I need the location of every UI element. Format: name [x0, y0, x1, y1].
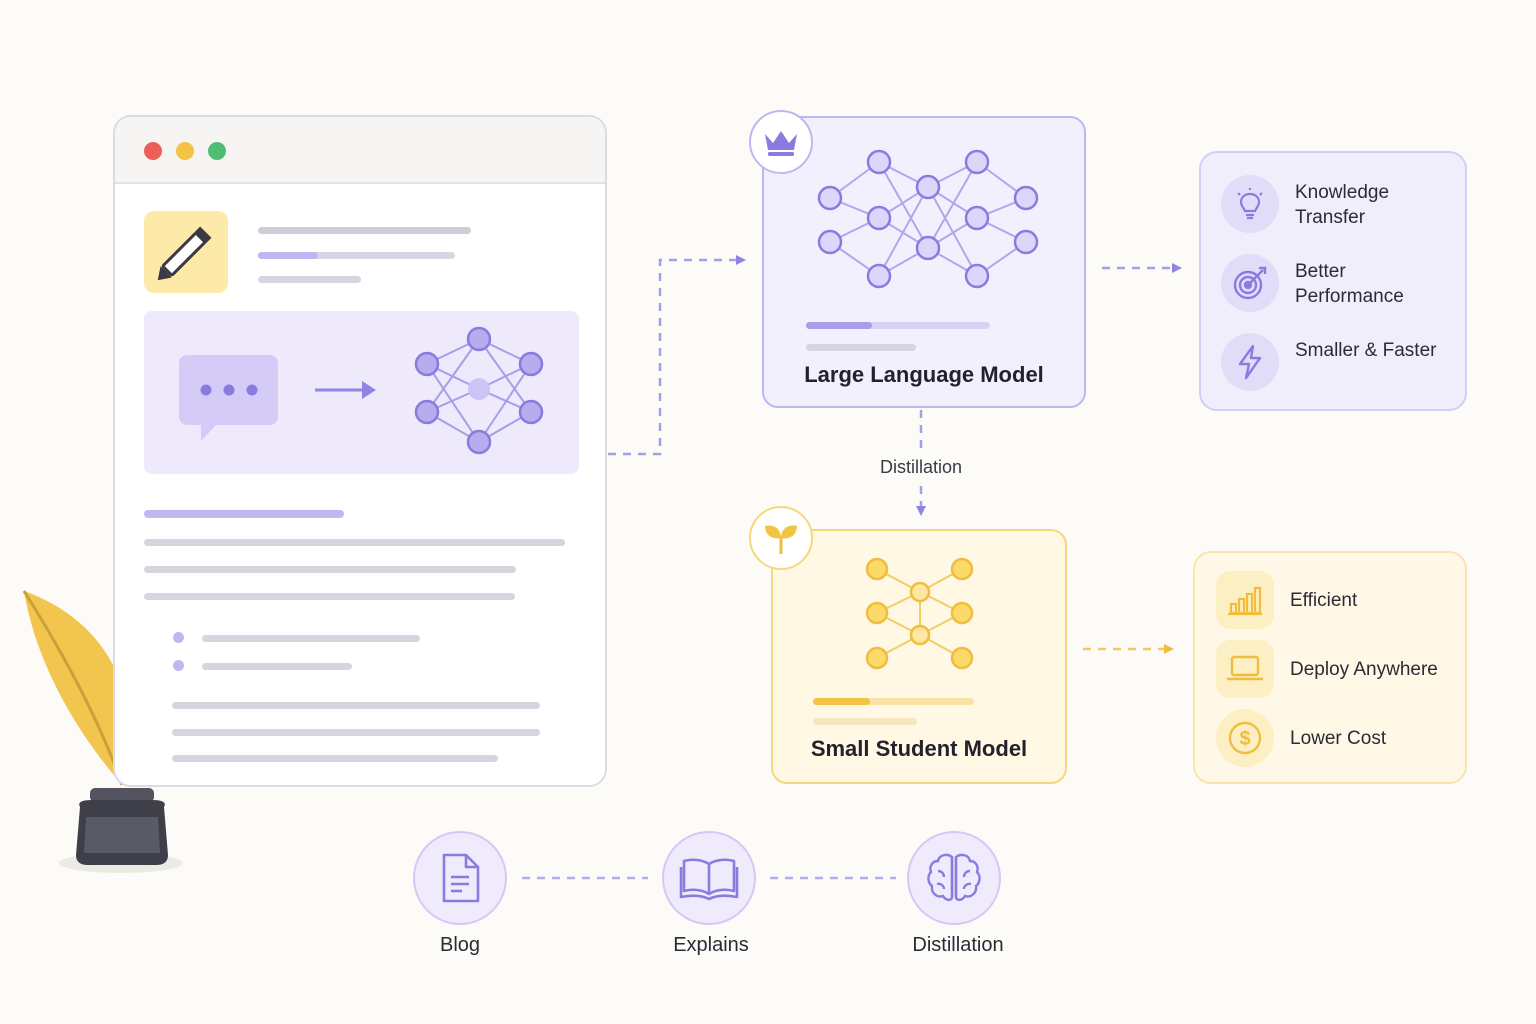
chat-bubble-icon: [179, 355, 278, 441]
progress-track: [806, 322, 990, 329]
brain-icon: [907, 831, 1001, 925]
browser-to-teacher-connector: [608, 255, 746, 456]
bullet-placeholder: [202, 663, 352, 670]
student-network-icon: [865, 557, 974, 670]
distillation-label: Distillation: [880, 457, 963, 477]
benefit-label: Better Performance: [1295, 261, 1404, 307]
text-placeholder: [172, 702, 540, 709]
laptop-icon: [1216, 640, 1274, 698]
benefit-label: Knowledge Transfer: [1295, 182, 1390, 228]
progress-track: [813, 698, 974, 705]
text-placeholder: [806, 344, 916, 351]
text-placeholder: [258, 276, 361, 283]
benefit-label: Smaller & Faster: [1295, 340, 1437, 361]
target-icon: [1221, 254, 1279, 312]
benefit-label: Lower Cost: [1290, 728, 1387, 749]
text-placeholder: [813, 718, 917, 725]
lightbulb-icon: [1221, 175, 1279, 233]
minimize-dot[interactable]: [176, 142, 194, 160]
crown-icon: [749, 110, 813, 174]
text-placeholder: [172, 755, 498, 762]
student-benefits-panel: Efficient Deploy Anywhere $ Lower Cost: [1193, 551, 1467, 784]
open-book-icon: [662, 831, 756, 925]
flow-step-label: Blog: [439, 934, 481, 956]
hero-illustration: [144, 311, 579, 474]
teacher-model-title: Large Language Model: [804, 362, 1044, 387]
progress-fill: [813, 698, 870, 705]
document-icon: [413, 831, 507, 925]
bullet-dot: [173, 632, 184, 643]
benefit-label: Efficient: [1290, 590, 1358, 611]
text-placeholder: [144, 593, 515, 600]
flow-step-label: Explains: [673, 934, 749, 956]
maximize-dot[interactable]: [208, 142, 226, 160]
student-model-title: Small Student Model: [810, 736, 1028, 761]
benefit-label: Deploy Anywhere: [1290, 659, 1438, 680]
svg-text:$: $: [1239, 728, 1250, 750]
sprout-icon: [749, 506, 813, 570]
text-placeholder: [144, 539, 565, 546]
quill-inkwell-illustration: [22, 590, 183, 873]
flow-step-label: Distillation: [912, 934, 1004, 956]
text-placeholder: [258, 227, 471, 234]
text-placeholder: [172, 729, 540, 736]
small-student-model-card: Small Student Model: [771, 529, 1067, 784]
teacher-network-icon: [817, 149, 1039, 289]
large-language-model-card: Large Language Model: [762, 116, 1086, 408]
text-placeholder: [258, 252, 455, 259]
browser-title-bar: [115, 117, 605, 184]
lightning-icon: [1221, 333, 1279, 391]
bullet-dot: [173, 660, 184, 671]
heading-placeholder: [144, 510, 344, 518]
blog-browser-window: [113, 115, 607, 787]
teacher-benefits-panel: Knowledge Transfer Better Performance Sm…: [1199, 151, 1467, 411]
dollar-coin-icon: $: [1216, 709, 1274, 767]
bullet-placeholder: [202, 635, 420, 642]
bar-chart-icon: [1216, 571, 1274, 629]
text-highlight: [258, 252, 318, 259]
close-dot[interactable]: [144, 142, 162, 160]
pencil-icon: [144, 211, 228, 293]
text-placeholder: [144, 566, 516, 573]
arrow-right-icon: [315, 381, 376, 399]
progress-fill: [806, 322, 872, 329]
